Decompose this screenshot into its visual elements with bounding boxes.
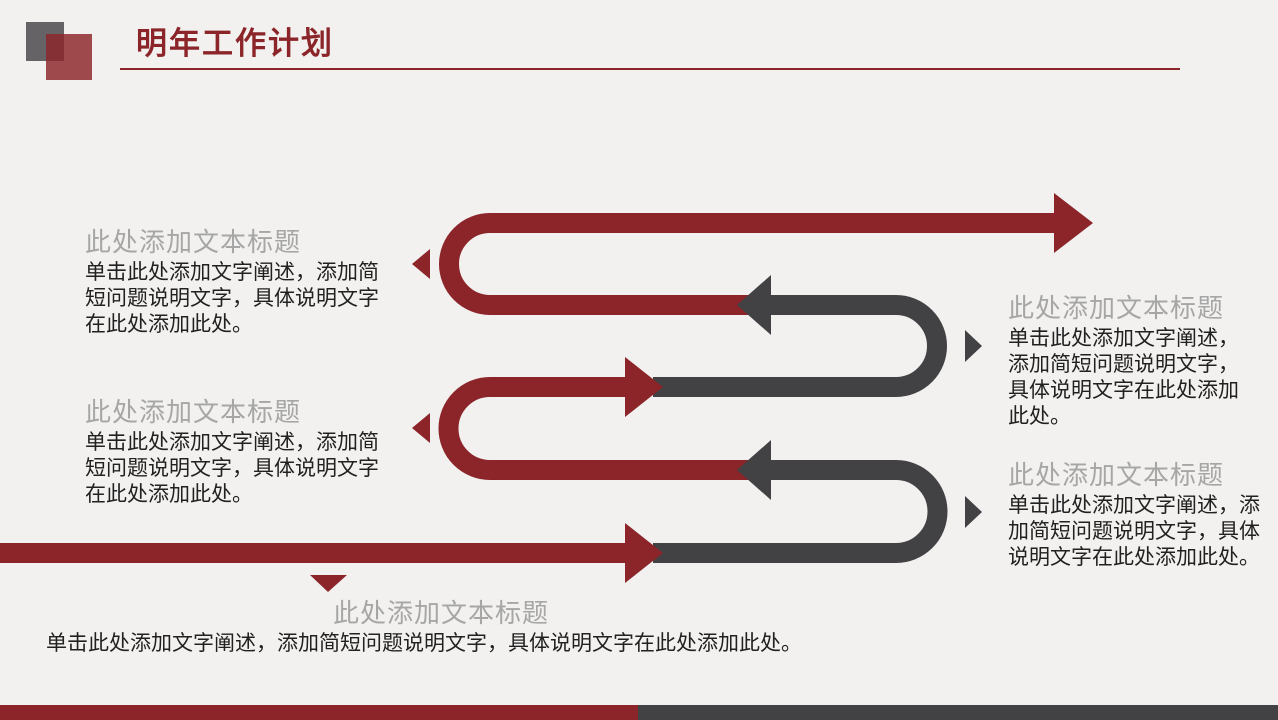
red-arrowhead-right-row3-icon — [625, 357, 663, 417]
placeholder-body: 单击此处添加文字阐述，添加简短问题说明文字，具体说明文字在此处添加此处。 — [85, 261, 379, 336]
placeholder-title: 此处添加文本标题 — [1008, 294, 1225, 323]
snake-red-segment-middle — [438, 377, 780, 480]
placeholder-body: 单击此处添加文字阐述，添加简短问题说明文字，具体说明文字在此处添加此处。 — [85, 431, 379, 506]
gray-arrowhead-left-row4-icon — [737, 440, 771, 500]
pointer-down-bottom-icon — [310, 575, 347, 592]
placeholder-title: 此处添加文本标题 — [332, 599, 549, 628]
footer-bar-gray — [638, 705, 1278, 720]
placeholder-title: 此处添加文本标题 — [85, 228, 302, 257]
placeholder-body: 单击此处添加文字阐述，添加简短问题说明文字，具体说明文字在此处添加此处。 — [1008, 327, 1239, 428]
text-block-bottom: 此处添加文本标题 单击此处添加文字阐述，添加简短问题说明文字，具体说明文字在此处… — [46, 600, 836, 657]
red-arrowhead-exit-right-icon — [1054, 193, 1093, 253]
placeholder-body: 单击此处添加文字阐述，添加简短问题说明文字，具体说明文字在此处添加此处。 — [1008, 494, 1260, 569]
text-block-right-top: 此处添加文本标题 单击此处添加文字阐述，添加简短问题说明文字，具体说明文字在此处… — [1008, 295, 1254, 430]
text-block-right-bottom: 此处添加文本标题 单击此处添加文字阐述，添加简短问题说明文字，具体说明文字在此处… — [1008, 462, 1260, 571]
text-block-left-bottom: 此处添加文本标题 单击此处添加文字阐述，添加简短问题说明文字，具体说明文字在此处… — [85, 399, 387, 508]
placeholder-body: 单击此处添加文字阐述，添加简短问题说明文字，具体说明文字在此处添加此处。 — [46, 632, 802, 655]
snake-red-segment-top — [439, 213, 1054, 315]
pointer-right-bottom-icon — [965, 496, 982, 528]
text-block-left-top: 此处添加文本标题 单击此处添加文字阐述，添加简短问题说明文字，具体说明文字在此处… — [85, 229, 387, 338]
snake-gray-segment-top — [653, 295, 947, 397]
red-arrowhead-right-row5-icon — [625, 523, 663, 583]
snake-gray-segment-bottom — [653, 460, 948, 563]
pointer-left-top-icon — [412, 249, 430, 279]
gray-arrowhead-left-row2-icon — [737, 275, 771, 335]
pointer-left-bottom-icon — [412, 413, 430, 443]
placeholder-title: 此处添加文本标题 — [85, 398, 302, 427]
footer-bar-red — [0, 705, 638, 720]
page-title: 明年工作计划 — [136, 26, 334, 61]
pointer-right-top-icon — [965, 330, 982, 362]
placeholder-title: 此处添加文本标题 — [1008, 461, 1225, 490]
title-underline — [120, 68, 1180, 70]
decorative-square-red — [46, 34, 92, 80]
